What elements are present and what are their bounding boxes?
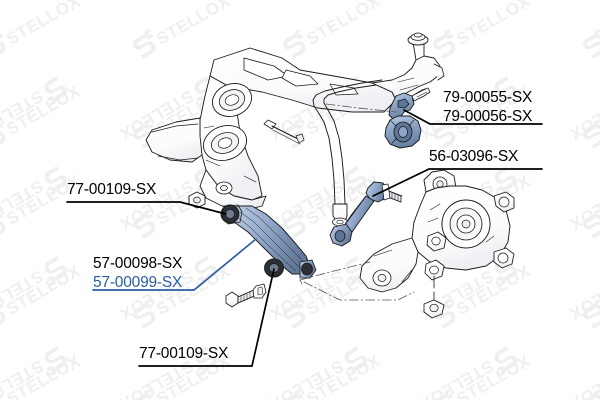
part-code-highlighted[interactable]: 57-00099-SX [93, 274, 183, 291]
part-code: 57-00098-SX [93, 255, 183, 272]
part-code: 77-00109-SX [139, 345, 229, 362]
callout-79-00055-sx-79-00056-sx[interactable]: 79-00055-SX 79-00056-SX [443, 88, 532, 126]
callout-57-00098-sx-57-00099-sx[interactable]: 57-00098-SX 57-00099-SX [93, 254, 182, 292]
part-code: 56-03096-SX [429, 148, 519, 165]
trailing-arm-part [371, 32, 445, 101]
callout-77-00109-sx-lower[interactable]: 77-00109-SX [139, 344, 228, 363]
part-code: 79-00055-SX [443, 89, 533, 106]
part-code: 79-00056-SX [443, 108, 533, 125]
callout-56-03096-sx[interactable]: 56-03096-SX [429, 147, 518, 166]
callout-77-00109-sx-upper[interactable]: 77-00109-SX [67, 180, 156, 199]
part-code: 77-00109-SX [67, 181, 157, 198]
